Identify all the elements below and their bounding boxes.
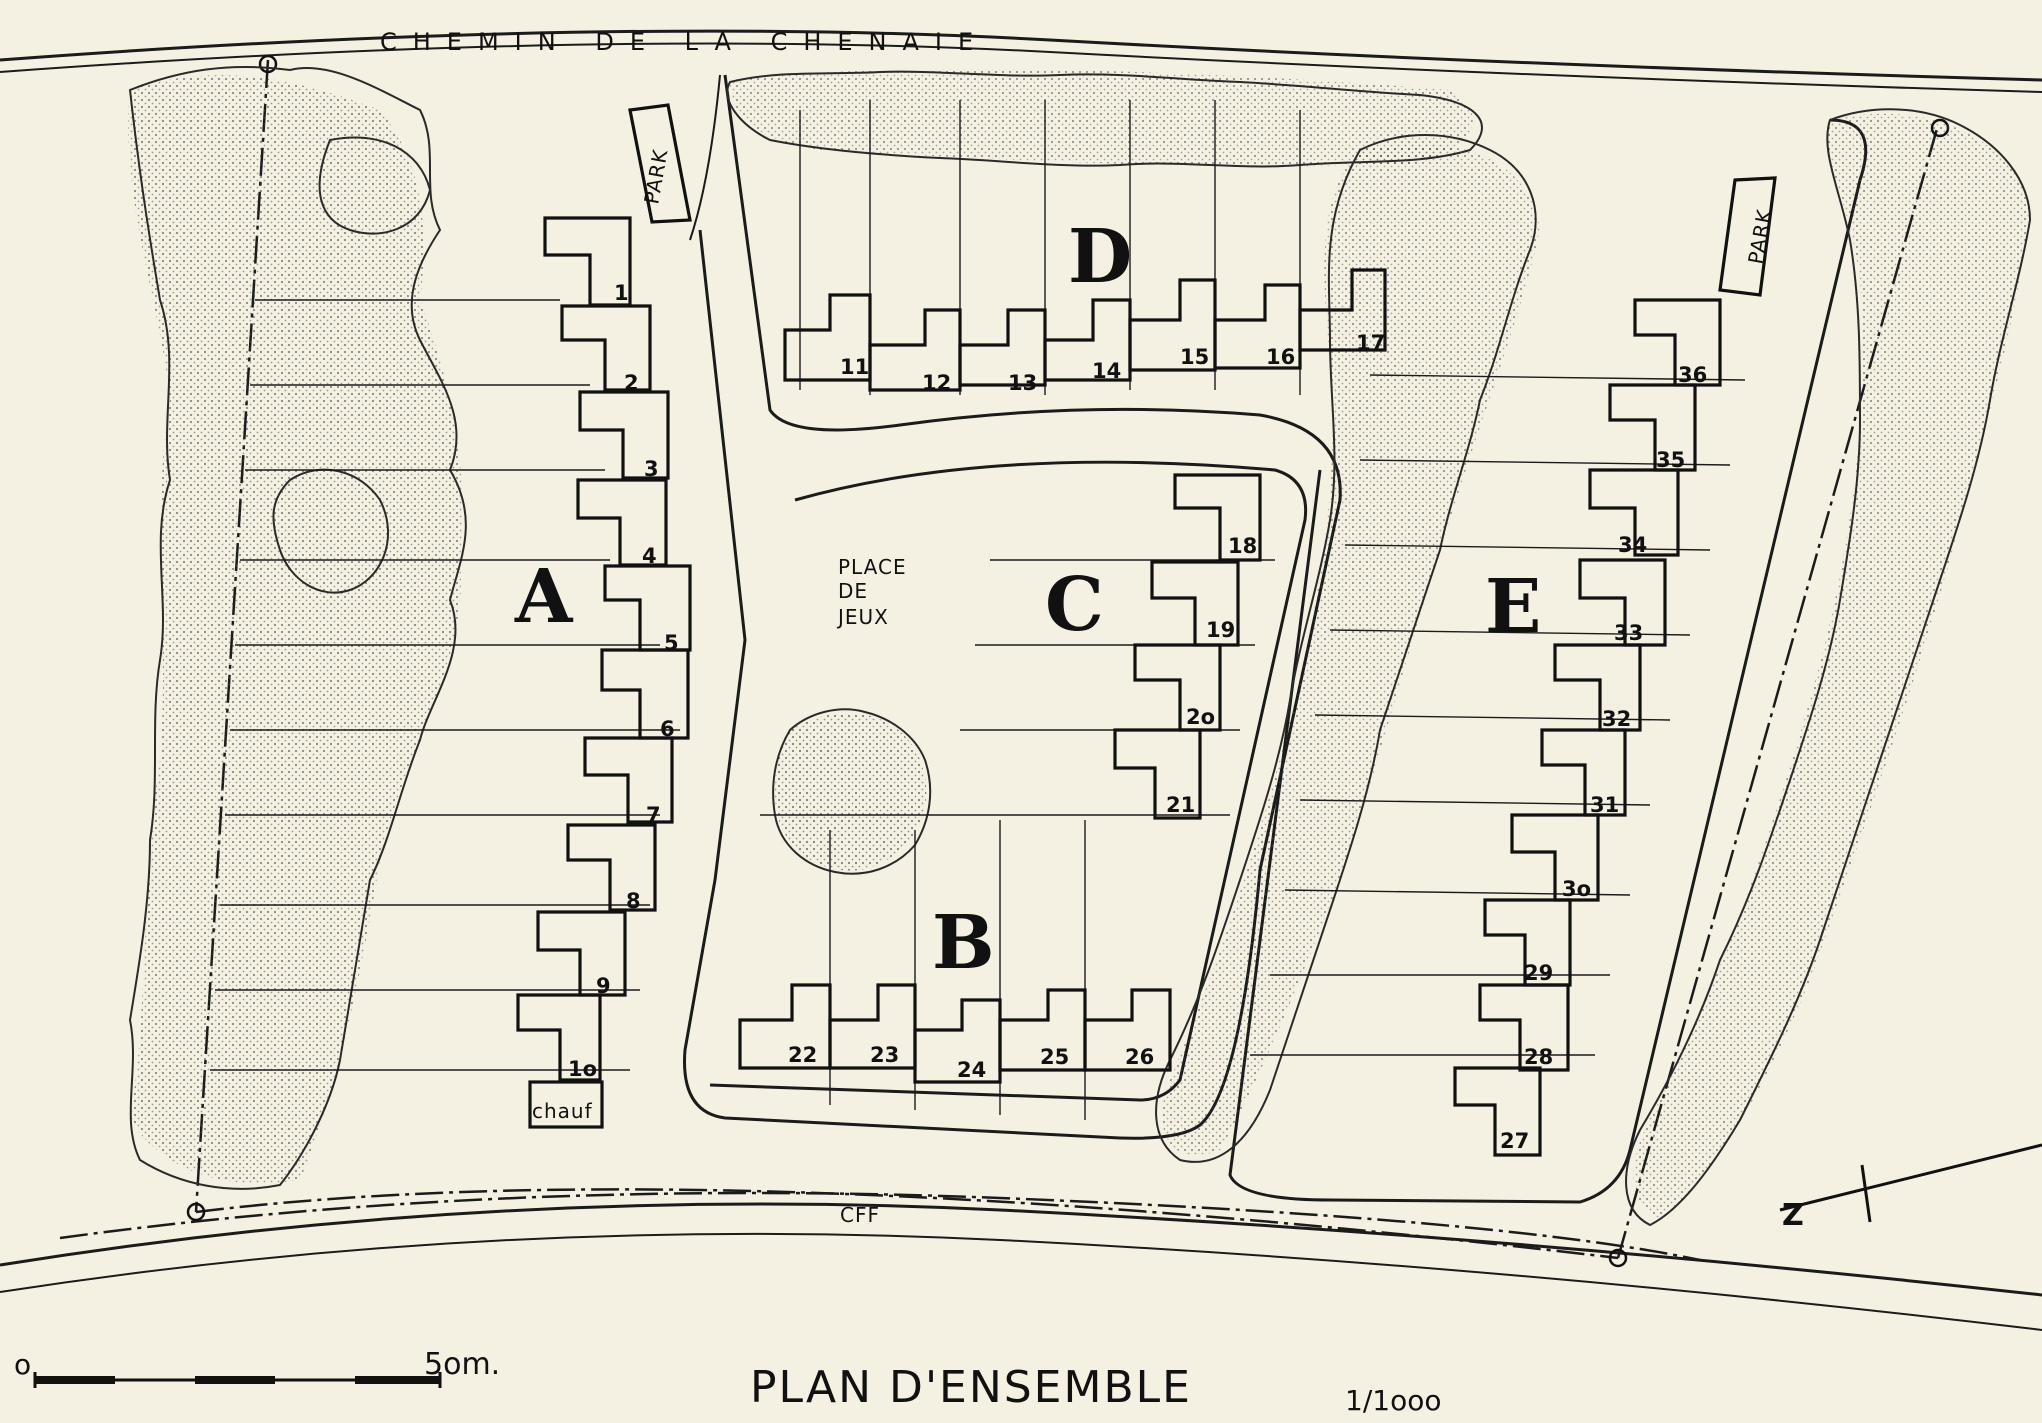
- plan-scale: 1/1ooo: [1345, 1384, 1441, 1417]
- tree-cluster-playground: [772, 708, 932, 875]
- house-number: 9: [596, 974, 611, 998]
- sector-a: A: [514, 554, 574, 640]
- sector-d: D: [1068, 214, 1132, 300]
- park-label-west: PARK: [639, 147, 672, 206]
- railway-label: CFF: [840, 1203, 880, 1227]
- park-label-east: PARK: [1743, 207, 1776, 266]
- house-number: 4: [642, 544, 657, 568]
- railway-cff: [0, 1191, 2042, 1331]
- playground-line-3: JEUX: [836, 605, 889, 629]
- north-arrow: [1779, 1143, 2042, 1223]
- houses-block-d: [783, 268, 1387, 392]
- house-number: 22: [788, 1043, 817, 1067]
- road-chemin-de-la-chenaie: [0, 29, 2042, 93]
- house-number: 28: [1524, 1045, 1553, 1069]
- house-number: 1: [614, 281, 629, 305]
- parking-west: [628, 103, 692, 224]
- house-number: 14: [1092, 359, 1121, 383]
- plan-title: PLAN D'ENSEMBLE: [750, 1362, 1192, 1413]
- house-number: 3o: [1562, 877, 1591, 901]
- house-number: 17: [1356, 331, 1385, 355]
- house-number: 26: [1125, 1045, 1154, 1069]
- house-number: 27: [1500, 1129, 1529, 1153]
- house-number: 6: [660, 717, 675, 741]
- house-number: 19: [1206, 618, 1235, 642]
- house-number: 11: [840, 355, 869, 379]
- house-number: 31: [1590, 793, 1619, 817]
- house-number: 13: [1008, 371, 1037, 395]
- house-number: 15: [1180, 345, 1209, 369]
- houses-block-a: [516, 216, 692, 1129]
- playground-line-2: DE: [838, 579, 868, 603]
- houses-block-e: [1453, 298, 1722, 1157]
- playground-line-1: PLACE: [838, 555, 907, 579]
- tree-belt-far-east: [1625, 108, 2032, 1227]
- tree-belt-west: [128, 65, 467, 1190]
- parking-east: [1718, 176, 1777, 297]
- house-number: 12: [922, 371, 951, 395]
- house-number: 21: [1166, 793, 1195, 817]
- houses-block-b: [738, 983, 1172, 1084]
- house-number: 34: [1618, 533, 1647, 557]
- house-number: 29: [1524, 961, 1553, 985]
- house-number: 1o: [568, 1057, 597, 1081]
- boiler-label: chauf: [532, 1099, 593, 1123]
- house-number: 24: [957, 1058, 986, 1082]
- house-number: 23: [870, 1043, 899, 1067]
- house-number: 32: [1602, 707, 1631, 731]
- house-number: 7: [646, 803, 661, 827]
- houses-block-c: [1113, 473, 1262, 820]
- tree-belt-east: [1155, 134, 1540, 1163]
- sector-b: B: [932, 900, 995, 986]
- house-number: 25: [1040, 1045, 1069, 1069]
- tree-belt-north: [726, 69, 1483, 168]
- north-arrow-label: Z: [1782, 1198, 1804, 1233]
- house-number: 2: [624, 371, 639, 395]
- road-label: CHEMIN DE LA CHENAIE: [380, 28, 989, 56]
- house-number: 36: [1678, 363, 1707, 387]
- scale-bar-start: o: [14, 1348, 31, 1381]
- house-number: 33: [1614, 621, 1643, 645]
- house-number: 35: [1656, 448, 1685, 472]
- scale-bar-end: 5om.: [424, 1347, 500, 1382]
- house-number: 18: [1228, 534, 1257, 558]
- sector-c: C: [1045, 562, 1104, 648]
- scale-bar: [33, 1372, 442, 1388]
- house-number: 8: [626, 889, 641, 913]
- house-number: 2o: [1186, 705, 1215, 729]
- house-number: 5: [664, 631, 679, 655]
- house-number: 3: [644, 457, 659, 481]
- sector-e: E: [1485, 564, 1541, 650]
- house-number: 16: [1266, 345, 1295, 369]
